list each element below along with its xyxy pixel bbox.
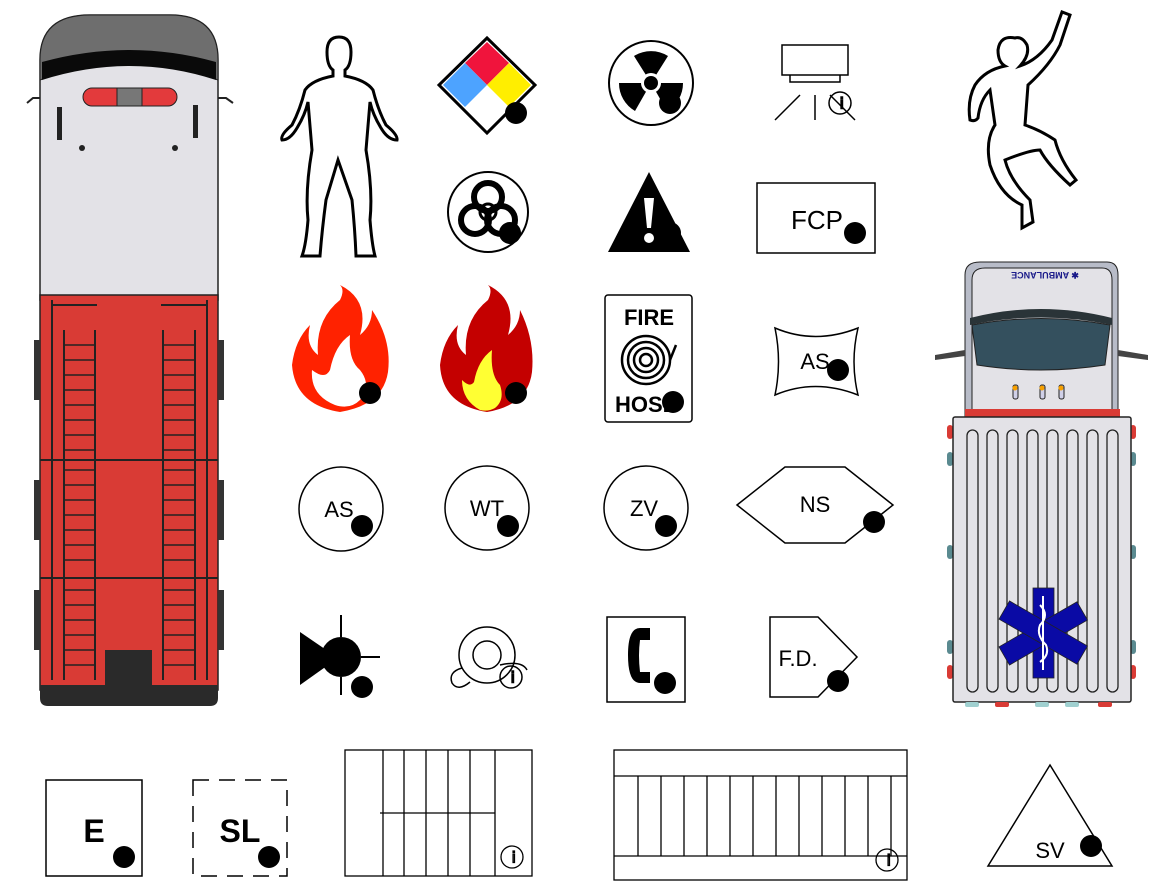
info-icon[interactable] <box>113 846 135 868</box>
sv-triangle-label: SV <box>1035 838 1065 863</box>
e-box-shape[interactable]: E <box>45 779 143 877</box>
sv-triangle-shape[interactable]: SV <box>986 763 1114 867</box>
camera-shape[interactable] <box>774 44 856 121</box>
info-icon[interactable] <box>497 515 519 537</box>
as-circle-shape[interactable]: AS <box>298 466 384 552</box>
fire-shape[interactable] <box>292 285 389 412</box>
hazard-diamond-shape[interactable] <box>436 35 538 136</box>
info-icon[interactable] <box>351 515 373 537</box>
fd-pentagon-shape[interactable]: F.D. <box>769 616 859 698</box>
info-icon[interactable] <box>659 222 681 244</box>
info-icon[interactable] <box>828 91 852 115</box>
sl-box-label: SL <box>220 813 261 849</box>
info-icon[interactable] <box>844 222 866 244</box>
info-icon[interactable] <box>505 102 527 124</box>
telephone-shape[interactable] <box>606 616 686 703</box>
ring-shape[interactable] <box>450 626 528 689</box>
as-banner-shape[interactable]: AS <box>773 326 860 397</box>
zv-circle-shape[interactable]: ZV <box>603 465 689 551</box>
fire-truck-shape[interactable] <box>26 14 234 706</box>
info-icon[interactable] <box>654 672 676 694</box>
warning-shape[interactable] <box>608 172 690 252</box>
fcp-shape[interactable]: FCP <box>756 182 876 254</box>
valve-shape[interactable] <box>300 615 380 698</box>
grid-b-shape[interactable] <box>613 749 908 881</box>
ns-hexagon-shape[interactable]: NS <box>735 466 895 544</box>
info-icon[interactable] <box>863 511 885 533</box>
as-banner-label: AS <box>800 349 829 374</box>
info-icon[interactable] <box>499 222 521 244</box>
fd-pentagon-label: F.D. <box>778 646 817 671</box>
info-icon[interactable] <box>655 515 677 537</box>
grid-a-shape[interactable] <box>344 749 533 877</box>
info-icon[interactable] <box>359 382 381 404</box>
human-outline-shape[interactable] <box>280 35 399 258</box>
info-icon[interactable] <box>827 359 849 381</box>
e-box-label: E <box>83 813 104 849</box>
radiation-shape[interactable] <box>608 40 694 126</box>
ns-hexagon-label: NS <box>800 492 831 517</box>
fire-dark-shape[interactable] <box>440 285 533 412</box>
as-circle-label: AS <box>324 497 353 522</box>
sl-box-shape[interactable]: SL <box>192 779 288 877</box>
ambulance-shape[interactable]: ✱ AMBULANCE <box>935 261 1148 707</box>
fire-hose-top-label: FIRE <box>624 305 674 330</box>
info-icon[interactable] <box>662 391 684 413</box>
zv-circle-label: ZV <box>630 496 658 521</box>
ambulance-label: ✱ AMBULANCE <box>1011 270 1079 280</box>
wt-circle-shape[interactable]: WT <box>444 465 530 551</box>
fcp-label: FCP <box>791 205 843 235</box>
falling-person-shape[interactable] <box>967 10 1079 231</box>
wt-circle-label: WT <box>470 496 504 521</box>
info-icon[interactable] <box>258 846 280 868</box>
info-icon[interactable] <box>505 382 527 404</box>
biohazard-shape[interactable] <box>447 171 529 253</box>
info-icon[interactable] <box>827 670 849 692</box>
info-icon[interactable] <box>351 676 373 698</box>
fire-hose-shape[interactable]: FIRE HOSE <box>604 294 693 423</box>
info-icon[interactable] <box>1080 835 1102 857</box>
info-icon[interactable] <box>659 92 681 114</box>
